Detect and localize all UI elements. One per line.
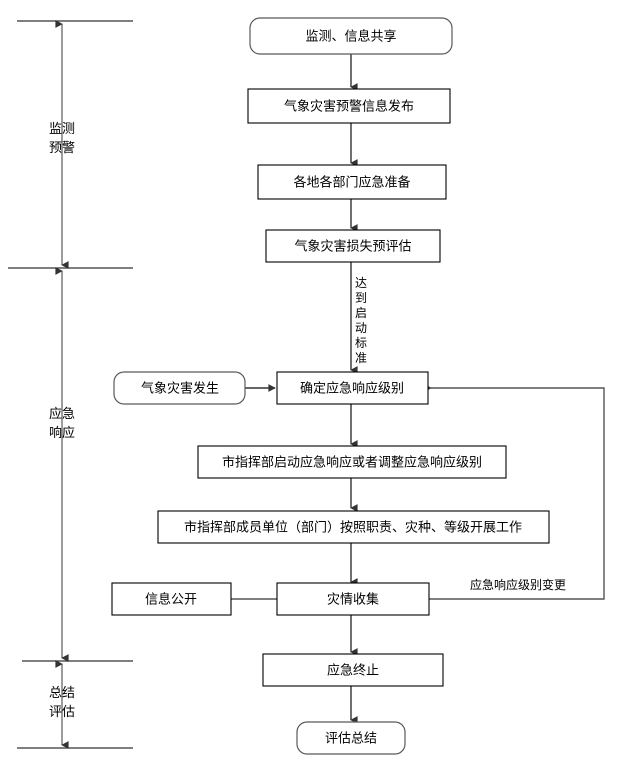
node-info-public[interactable]: 信息公开	[111, 582, 232, 616]
node-assess-summary-label: 评估总结	[325, 732, 377, 747]
node-disaster-collect-label: 灾情收集	[327, 592, 379, 608]
edge-label-start-criteria-char3: 启	[355, 306, 367, 320]
phase-axis: 监测 预警 应急 响应 总结 评估	[8, 20, 133, 749]
node-determine-level[interactable]: 确定应急响应级别	[276, 371, 429, 405]
edge-labels: 达 到 启 动 标 准 应急响应级别变更	[355, 276, 566, 592]
node-disaster-occurs[interactable]: 气象灾害发生	[113, 371, 246, 405]
node-loss-preassess-label: 气象灾害损失预评估	[294, 239, 411, 255]
connectors	[231, 54, 605, 724]
node-assess-summary[interactable]: 评估总结	[296, 721, 406, 755]
edge-label-start-criteria-char5: 标	[355, 336, 367, 350]
node-warning-release-label: 气象灾害预警信息发布	[284, 99, 414, 115]
edge-label-start-criteria-char4: 动	[355, 321, 367, 335]
edge-label-start-criteria-char1: 达	[355, 276, 367, 290]
node-dept-prepare[interactable]: 各地各部门应急准备	[257, 164, 447, 200]
node-warning-release[interactable]: 气象灾害预警信息发布	[247, 88, 451, 124]
node-city-start[interactable]: 市指挥部启动应急响应或者调整应急响应级别	[197, 445, 507, 479]
phase-label-response-line2: 响应	[49, 425, 75, 441]
edge-feedback-level-change	[424, 384, 605, 600]
phase-label-summary-line1: 总结	[49, 686, 75, 701]
node-emergency-end-label: 应急终止	[327, 663, 379, 679]
phase-label-monitor-line2: 预警	[49, 140, 75, 156]
node-info-public-label: 信息公开	[145, 592, 197, 608]
node-emergency-end[interactable]: 应急终止	[262, 653, 444, 687]
node-monitor-share-label: 监测、信息共享	[305, 29, 396, 45]
node-member-units[interactable]: 市指挥部成员单位（部门）按照职责、灾种、等级开展工作	[157, 510, 550, 544]
node-disaster-collect[interactable]: 灾情收集	[276, 582, 430, 616]
phase-label-summary-line2: 评估	[49, 705, 75, 720]
node-member-units-label: 市指挥部成员单位（部门）按照职责、灾种、等级开展工作	[184, 520, 522, 536]
edge-label-level-change: 应急响应级别变更	[470, 577, 566, 592]
edge-label-start-criteria-char6: 准	[355, 351, 367, 365]
edge-label-start-criteria-char2: 到	[355, 291, 367, 305]
node-loss-preassess[interactable]: 气象灾害损失预评估	[265, 229, 441, 263]
phase-label-monitor-line1: 监测	[49, 122, 75, 137]
node-disaster-occurs-label: 气象灾害发生	[141, 381, 219, 397]
node-dept-prepare-label: 各地各部门应急准备	[293, 175, 410, 191]
node-determine-level-label: 确定应急响应级别	[300, 381, 404, 397]
node-monitor-share[interactable]: 监测、信息共享	[249, 17, 453, 55]
nodes: 监测、信息共享 气象灾害预警信息发布 各地各部门应急准备 气象灾害损失预评估 气…	[111, 17, 550, 755]
node-city-start-label: 市指挥部启动应急响应或者调整应急响应级别	[222, 455, 482, 471]
phase-label-response-line1: 应急	[49, 406, 75, 422]
